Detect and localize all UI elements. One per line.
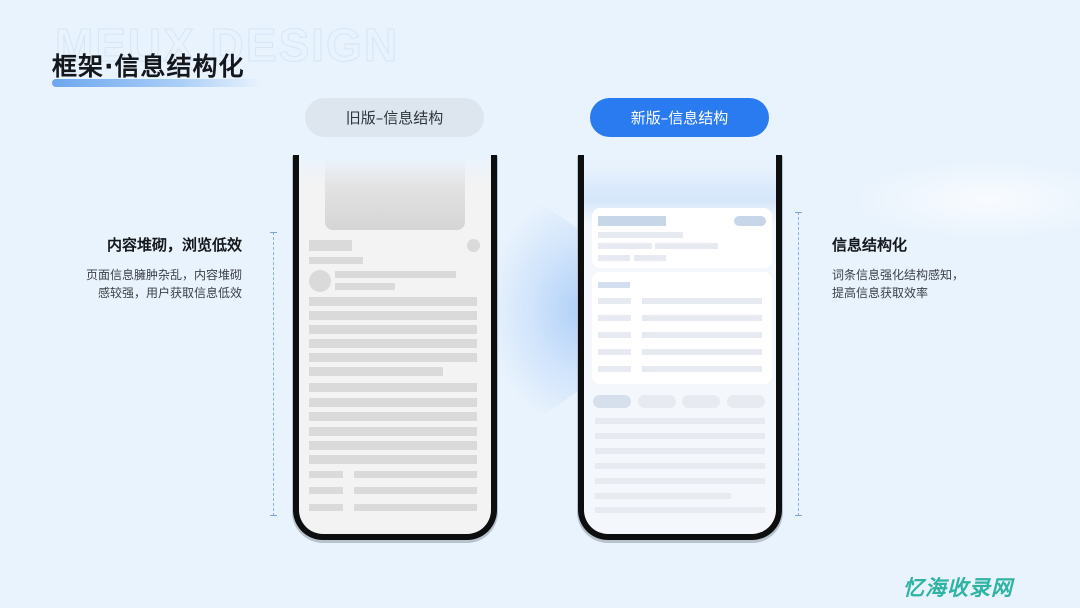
new-line [595, 478, 765, 484]
new-tab-chip [727, 395, 765, 408]
background-watermark-text: MEUX DESIGN [54, 19, 400, 72]
comparison-connector-shape [494, 170, 582, 450]
new-version-annotation: 信息结构化 词条信息强化结构感知， 提高信息获取效率 [832, 234, 1032, 302]
new-version-label: 新版–信息结构 [590, 98, 769, 137]
new-line [595, 418, 765, 424]
new-annotation-line-1: 词条信息强化结构感知， [832, 268, 965, 282]
new-value [642, 349, 762, 355]
new-line [595, 448, 765, 454]
old-icon-placeholder [467, 239, 480, 252]
new-dimension-line [795, 212, 802, 516]
title-underline-highlight [52, 79, 262, 87]
new-section-title [598, 282, 630, 288]
old-avatar-placeholder [309, 270, 331, 292]
site-watermark: 忆海收录网 [903, 576, 1013, 600]
new-line [634, 255, 666, 261]
old-subtitle-placeholder [309, 257, 363, 264]
new-header-card [592, 208, 772, 268]
old-line [309, 455, 477, 464]
old-label [309, 471, 343, 478]
old-line [335, 271, 456, 278]
old-version-label: 旧版–信息结构 [305, 98, 484, 137]
new-title-placeholder [598, 216, 666, 226]
page-title: 框架·信息结构化 [52, 52, 245, 81]
new-annotation-description: 词条信息强化结构感知， 提高信息获取效率 [832, 266, 1032, 302]
new-tab-chip-active [593, 395, 631, 408]
old-banner-placeholder [325, 155, 465, 230]
old-line [309, 398, 477, 407]
old-line [309, 339, 477, 348]
old-line [309, 311, 477, 320]
old-annotation-heading: 内容堆砌，浏览低效 [106, 236, 242, 254]
new-line [595, 463, 765, 469]
old-title-placeholder [309, 240, 352, 251]
old-annotation-description: 页面信息臃肿杂乱，内容堆砌 感较强，用户获取信息低效 [40, 266, 242, 302]
new-label [598, 298, 631, 304]
new-line [598, 255, 630, 261]
new-tab-chip [638, 395, 676, 408]
new-label [598, 349, 631, 355]
title-area: 框架·信息结构化 [52, 50, 262, 87]
new-phone-mockup [578, 155, 782, 540]
new-line [595, 433, 765, 439]
old-label [309, 504, 343, 511]
new-annotation-line-2: 提高信息获取效率 [832, 286, 929, 300]
old-label [309, 487, 343, 494]
old-dimension-line [270, 232, 277, 516]
old-annotation-line-1: 页面信息臃肿杂乱，内容堆砌 [85, 268, 242, 282]
old-value [354, 471, 477, 478]
old-line [309, 297, 477, 306]
new-line [595, 507, 765, 513]
new-info-card [592, 272, 772, 384]
old-line [309, 441, 477, 450]
new-annotation-heading: 信息结构化 [832, 236, 908, 254]
old-line [309, 325, 477, 334]
old-value [354, 487, 477, 494]
old-line [335, 283, 395, 290]
old-line [309, 353, 477, 362]
old-line [309, 412, 477, 421]
new-tag-placeholder [734, 216, 766, 226]
new-label [598, 366, 631, 372]
new-value [642, 298, 762, 304]
new-label [598, 332, 631, 338]
old-line [309, 427, 477, 436]
old-line [309, 367, 443, 376]
old-value [354, 504, 477, 511]
new-line [595, 493, 731, 499]
new-line [655, 243, 718, 249]
old-annotation-line-2: 感较强，用户获取信息低效 [97, 286, 242, 300]
new-label [598, 315, 631, 321]
new-tab-chip [682, 395, 720, 408]
decorative-glow [850, 160, 1080, 240]
new-value [642, 315, 762, 321]
new-line [598, 232, 683, 238]
new-value [642, 366, 762, 372]
old-phone-mockup [293, 155, 497, 540]
new-value [642, 332, 762, 338]
old-version-annotation: 内容堆砌，浏览低效 页面信息臃肿杂乱，内容堆砌 感较强，用户获取信息低效 [40, 234, 242, 302]
new-line [598, 243, 652, 249]
old-line [309, 383, 477, 392]
